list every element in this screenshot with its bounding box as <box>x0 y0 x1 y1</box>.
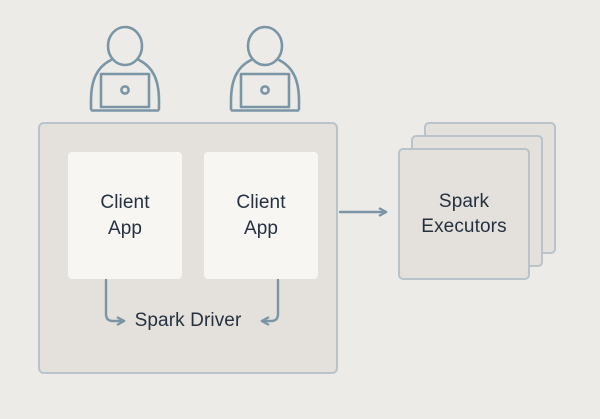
spark-driver-label: Spark Driver <box>134 310 242 331</box>
person-laptop-icon <box>85 25 165 115</box>
client-app-box: Client App <box>68 152 182 279</box>
client-app-box: Client App <box>204 152 318 279</box>
executor-card-front: Spark Executors <box>398 148 530 280</box>
spark-executors-stack: Spark Executors <box>398 122 558 282</box>
spark-executors-label: Spark Executors <box>421 190 507 237</box>
client-app-label: Client App <box>236 192 286 239</box>
person-laptop-icon <box>225 25 305 115</box>
client-app-label: Client App <box>100 192 150 239</box>
